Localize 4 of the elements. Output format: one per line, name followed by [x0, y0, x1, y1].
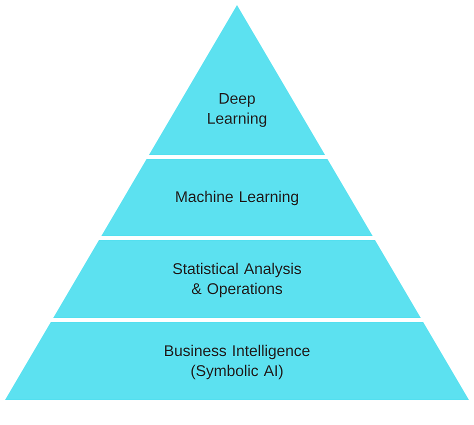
pyramid-level: Deep Learning — [148, 5, 326, 155]
pyramid-level: Statistical Analysis & Operations — [53, 240, 421, 318]
pyramid-level: Machine Learning — [101, 158, 373, 236]
pyramid-level: Business Intelligence (Symbolic AI) — [5, 322, 469, 400]
